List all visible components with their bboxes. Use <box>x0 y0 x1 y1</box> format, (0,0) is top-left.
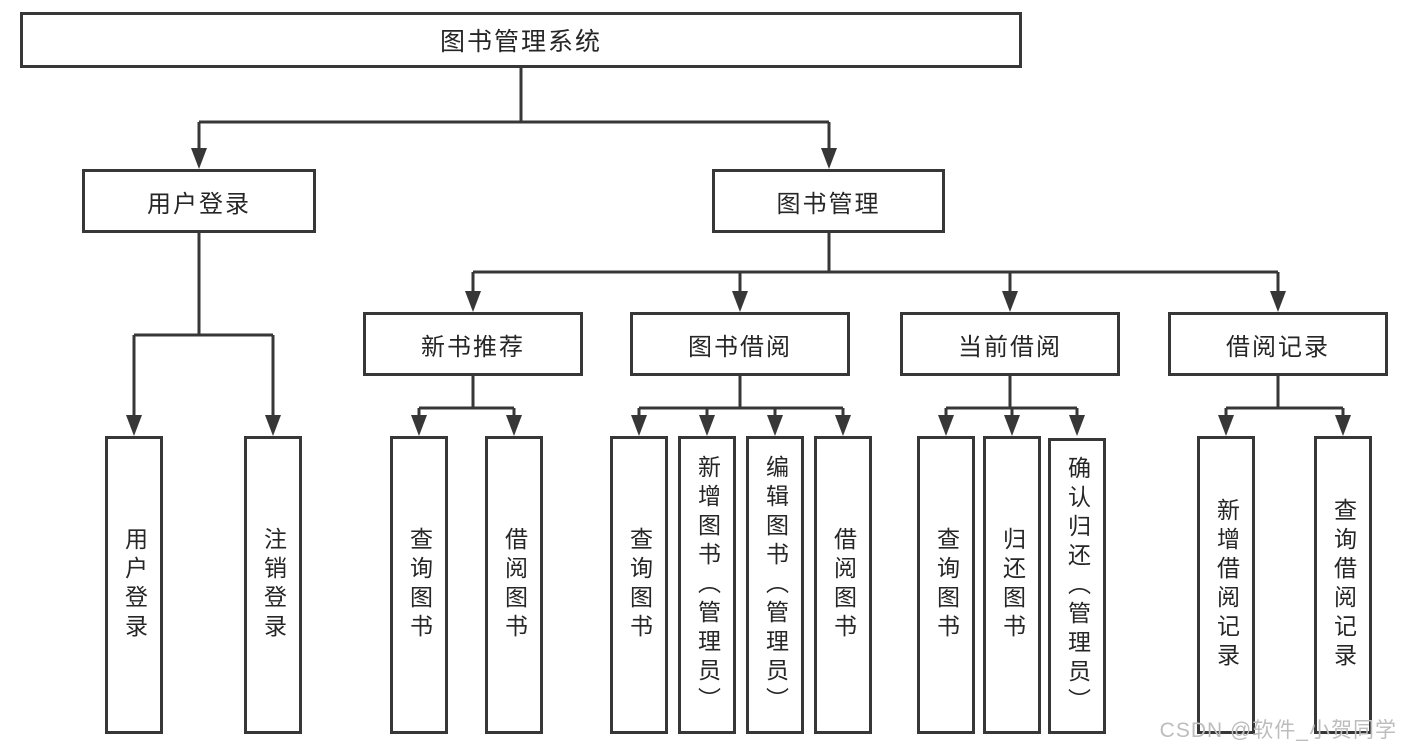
node-label: 图书管理系统 <box>439 28 602 56</box>
node-label: 新书推荐 <box>421 333 525 361</box>
node-label: 用户登录 <box>147 190 251 218</box>
csdn-watermark: CSDN @软件_小贺同学 <box>1159 719 1397 742</box>
leaf-edit-book-admin: 编辑图书（管理员） <box>746 436 804 734</box>
node-label: 借阅图书 <box>830 527 857 643</box>
leaf-query-book-borrow: 查询图书 <box>610 436 668 734</box>
leaf-borrow-book: 借阅图书 <box>814 436 872 734</box>
node-label: 归还图书 <box>999 527 1026 643</box>
node-label: 图书借阅 <box>688 333 792 361</box>
leaf-query-borrow-record: 查询借阅记录 <box>1314 436 1372 734</box>
node-label: 查询图书 <box>406 527 433 643</box>
node-borrow-records: 借阅记录 <box>1168 312 1388 376</box>
leaf-return-book: 归还图书 <box>983 436 1041 734</box>
node-label: 确认归还（管理员） <box>1064 455 1091 717</box>
node-book-management: 图书管理 <box>712 169 945 233</box>
node-label: 查询图书 <box>933 527 960 643</box>
node-label: 查询借阅记录 <box>1330 498 1357 672</box>
node-label: 借阅图书 <box>501 527 528 643</box>
node-label: 借阅记录 <box>1226 333 1330 361</box>
leaf-confirm-return-admin: 确认归还（管理员） <box>1048 438 1106 734</box>
node-new-book-recommend: 新书推荐 <box>363 312 583 376</box>
leaf-add-book-admin: 新增图书（管理员） <box>678 436 736 734</box>
node-label: 查询图书 <box>626 527 653 643</box>
leaf-borrow-book-recommend: 借阅图书 <box>485 436 543 734</box>
node-label: 注销登录 <box>260 527 287 643</box>
leaf-query-book-current: 查询图书 <box>917 436 975 734</box>
node-label: 编辑图书（管理员） <box>762 454 789 716</box>
leaf-query-book-recommend: 查询图书 <box>390 436 448 734</box>
node-label: 用户登录 <box>121 527 148 643</box>
node-label: 当前借阅 <box>958 333 1062 361</box>
node-user-login: 用户登录 <box>82 169 316 233</box>
leaf-user-login: 用户登录 <box>105 436 163 734</box>
node-book-borrow: 图书借阅 <box>630 312 850 376</box>
node-label: 新增图书（管理员） <box>694 454 721 716</box>
leaf-add-borrow-record: 新增借阅记录 <box>1197 436 1255 734</box>
node-current-borrow: 当前借阅 <box>900 312 1120 376</box>
node-label: 图书管理 <box>776 190 881 218</box>
leaf-logout: 注销登录 <box>244 436 302 734</box>
node-label: 新增借阅记录 <box>1213 498 1240 672</box>
node-root: 图书管理系统 <box>20 12 1022 68</box>
